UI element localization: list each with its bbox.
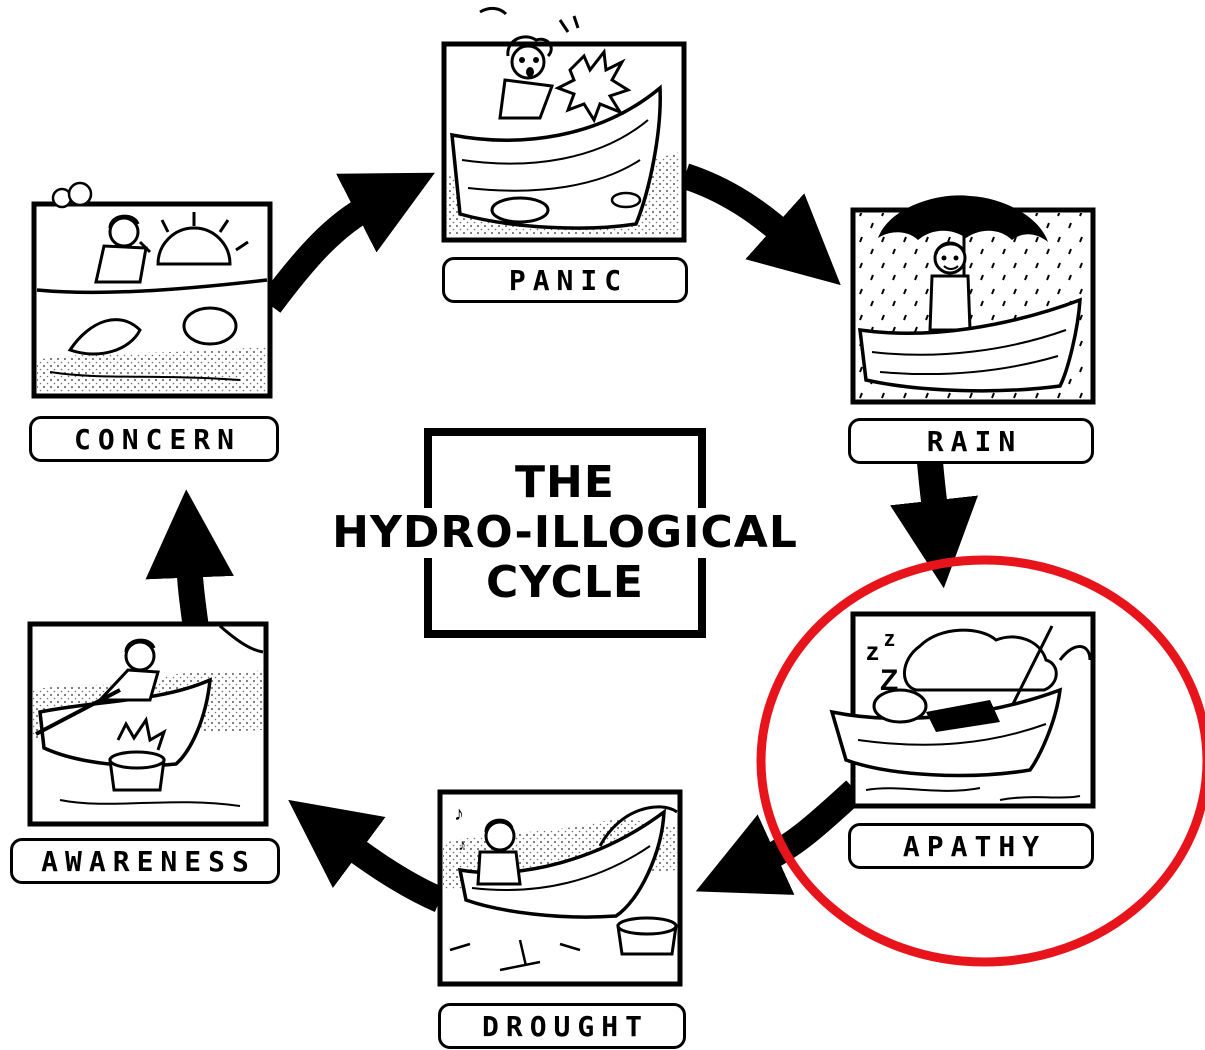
title-line-the: THE [511,458,619,508]
arrow-panic-to-rain [685,176,788,238]
svg-text:z: z [884,626,895,651]
arrow-drought-to-awareness [345,842,440,900]
arrow-awareness-to-concern [189,560,196,628]
panel-rain [853,195,1093,402]
svg-text:♪: ♪ [454,803,464,825]
stage-label-concern: CONCERN [29,416,279,462]
panel-panic [444,8,684,240]
stage-label-drought: DROUGHT [438,1003,686,1049]
arrow-rain-to-apathy [930,462,936,518]
stage-label-awareness: AWARENESS [10,838,280,884]
panel-drought: ♪ ♪ [440,792,680,984]
panel-awareness [30,624,266,824]
title-line-hydro-illogical: HYDRO-ILLOGICAL [328,508,802,558]
stage-label-rain: RAIN [848,418,1094,464]
panel-concern [34,183,270,396]
stage-label-apathy: APATHY [848,823,1094,869]
svg-text:z: z [866,636,879,666]
arrow-concern-to-panic [270,205,372,305]
panel-apathy: z z Z [832,614,1093,806]
stage-label-panic: PANIC [442,257,688,303]
svg-text:♪: ♪ [458,837,466,854]
title-line-cycle: CYCLE [482,558,648,608]
diagram-title: THE HYDRO-ILLOGICAL CYCLE [424,428,706,638]
